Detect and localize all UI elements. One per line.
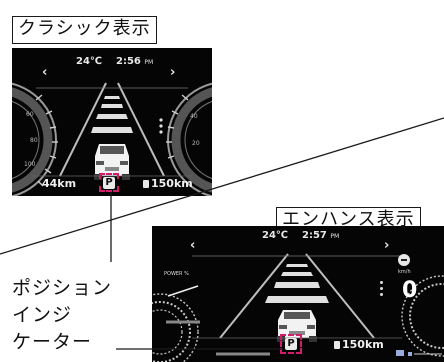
enhanced-temperature: 24℃ — [262, 230, 289, 241]
enhanced-time: 2:57 — [302, 230, 327, 241]
callout-line-2: インジ — [12, 304, 73, 326]
speed-limit-icon — [398, 254, 410, 266]
classic-clock: 2:56 PM — [116, 56, 153, 67]
enhanced-right-arrow-icon[interactable]: › — [384, 238, 390, 253]
classic-left-range: 44km — [42, 177, 77, 190]
callout-line-3: ケーター — [12, 331, 93, 353]
enhanced-time-period: PM — [330, 233, 340, 240]
classic-right-range: 150km — [143, 177, 193, 190]
svg-text:20: 20 — [192, 140, 200, 147]
speed-unit: km/h — [398, 269, 411, 275]
enhanced-fuel-pump-icon — [334, 341, 340, 349]
classic-right-range-value: 150km — [151, 177, 193, 190]
enhanced-right-range: 150km — [334, 338, 384, 351]
enhanced-position-indicator-highlight — [280, 334, 302, 354]
power-label: POWER % — [164, 271, 189, 277]
classic-meter-display: 60 80 100 40 20 — [12, 48, 212, 196]
enhanced-right-range-value: 150km — [342, 338, 384, 351]
svg-text:60: 60 — [26, 111, 34, 118]
speed-value: 0 — [402, 278, 418, 303]
svg-text:80: 80 — [30, 137, 38, 144]
classic-display-label: クラシック表示 — [12, 16, 157, 44]
classic-shift-position-indicator: P — [103, 177, 115, 189]
enhanced-shift-position-indicator: P — [285, 338, 297, 350]
enhanced-meter-graphics — [152, 253, 444, 362]
enhanced-left-arrow-icon[interactable]: ‹ — [190, 238, 196, 253]
fuel-pump-icon — [143, 180, 149, 188]
callout-line-1: ポジション — [12, 277, 113, 299]
enhanced-meter-display: ‹ › 24℃ 2:57 PM POWER % km/h 0 150km P — [152, 226, 444, 362]
classic-temperature: 24℃ — [76, 56, 103, 67]
svg-text:40: 40 — [190, 113, 198, 120]
left-arrow-icon[interactable]: ‹ — [42, 65, 48, 80]
svg-text:100: 100 — [24, 161, 36, 168]
position-indicator-callout: ポジション インジ ケーター — [12, 275, 112, 356]
classic-time: 2:56 — [116, 56, 141, 67]
enhanced-clock: 2:57 PM — [302, 230, 339, 241]
more-options-icon[interactable] — [380, 281, 383, 296]
right-arrow-icon[interactable]: › — [170, 65, 176, 80]
classic-time-period: PM — [144, 59, 154, 66]
